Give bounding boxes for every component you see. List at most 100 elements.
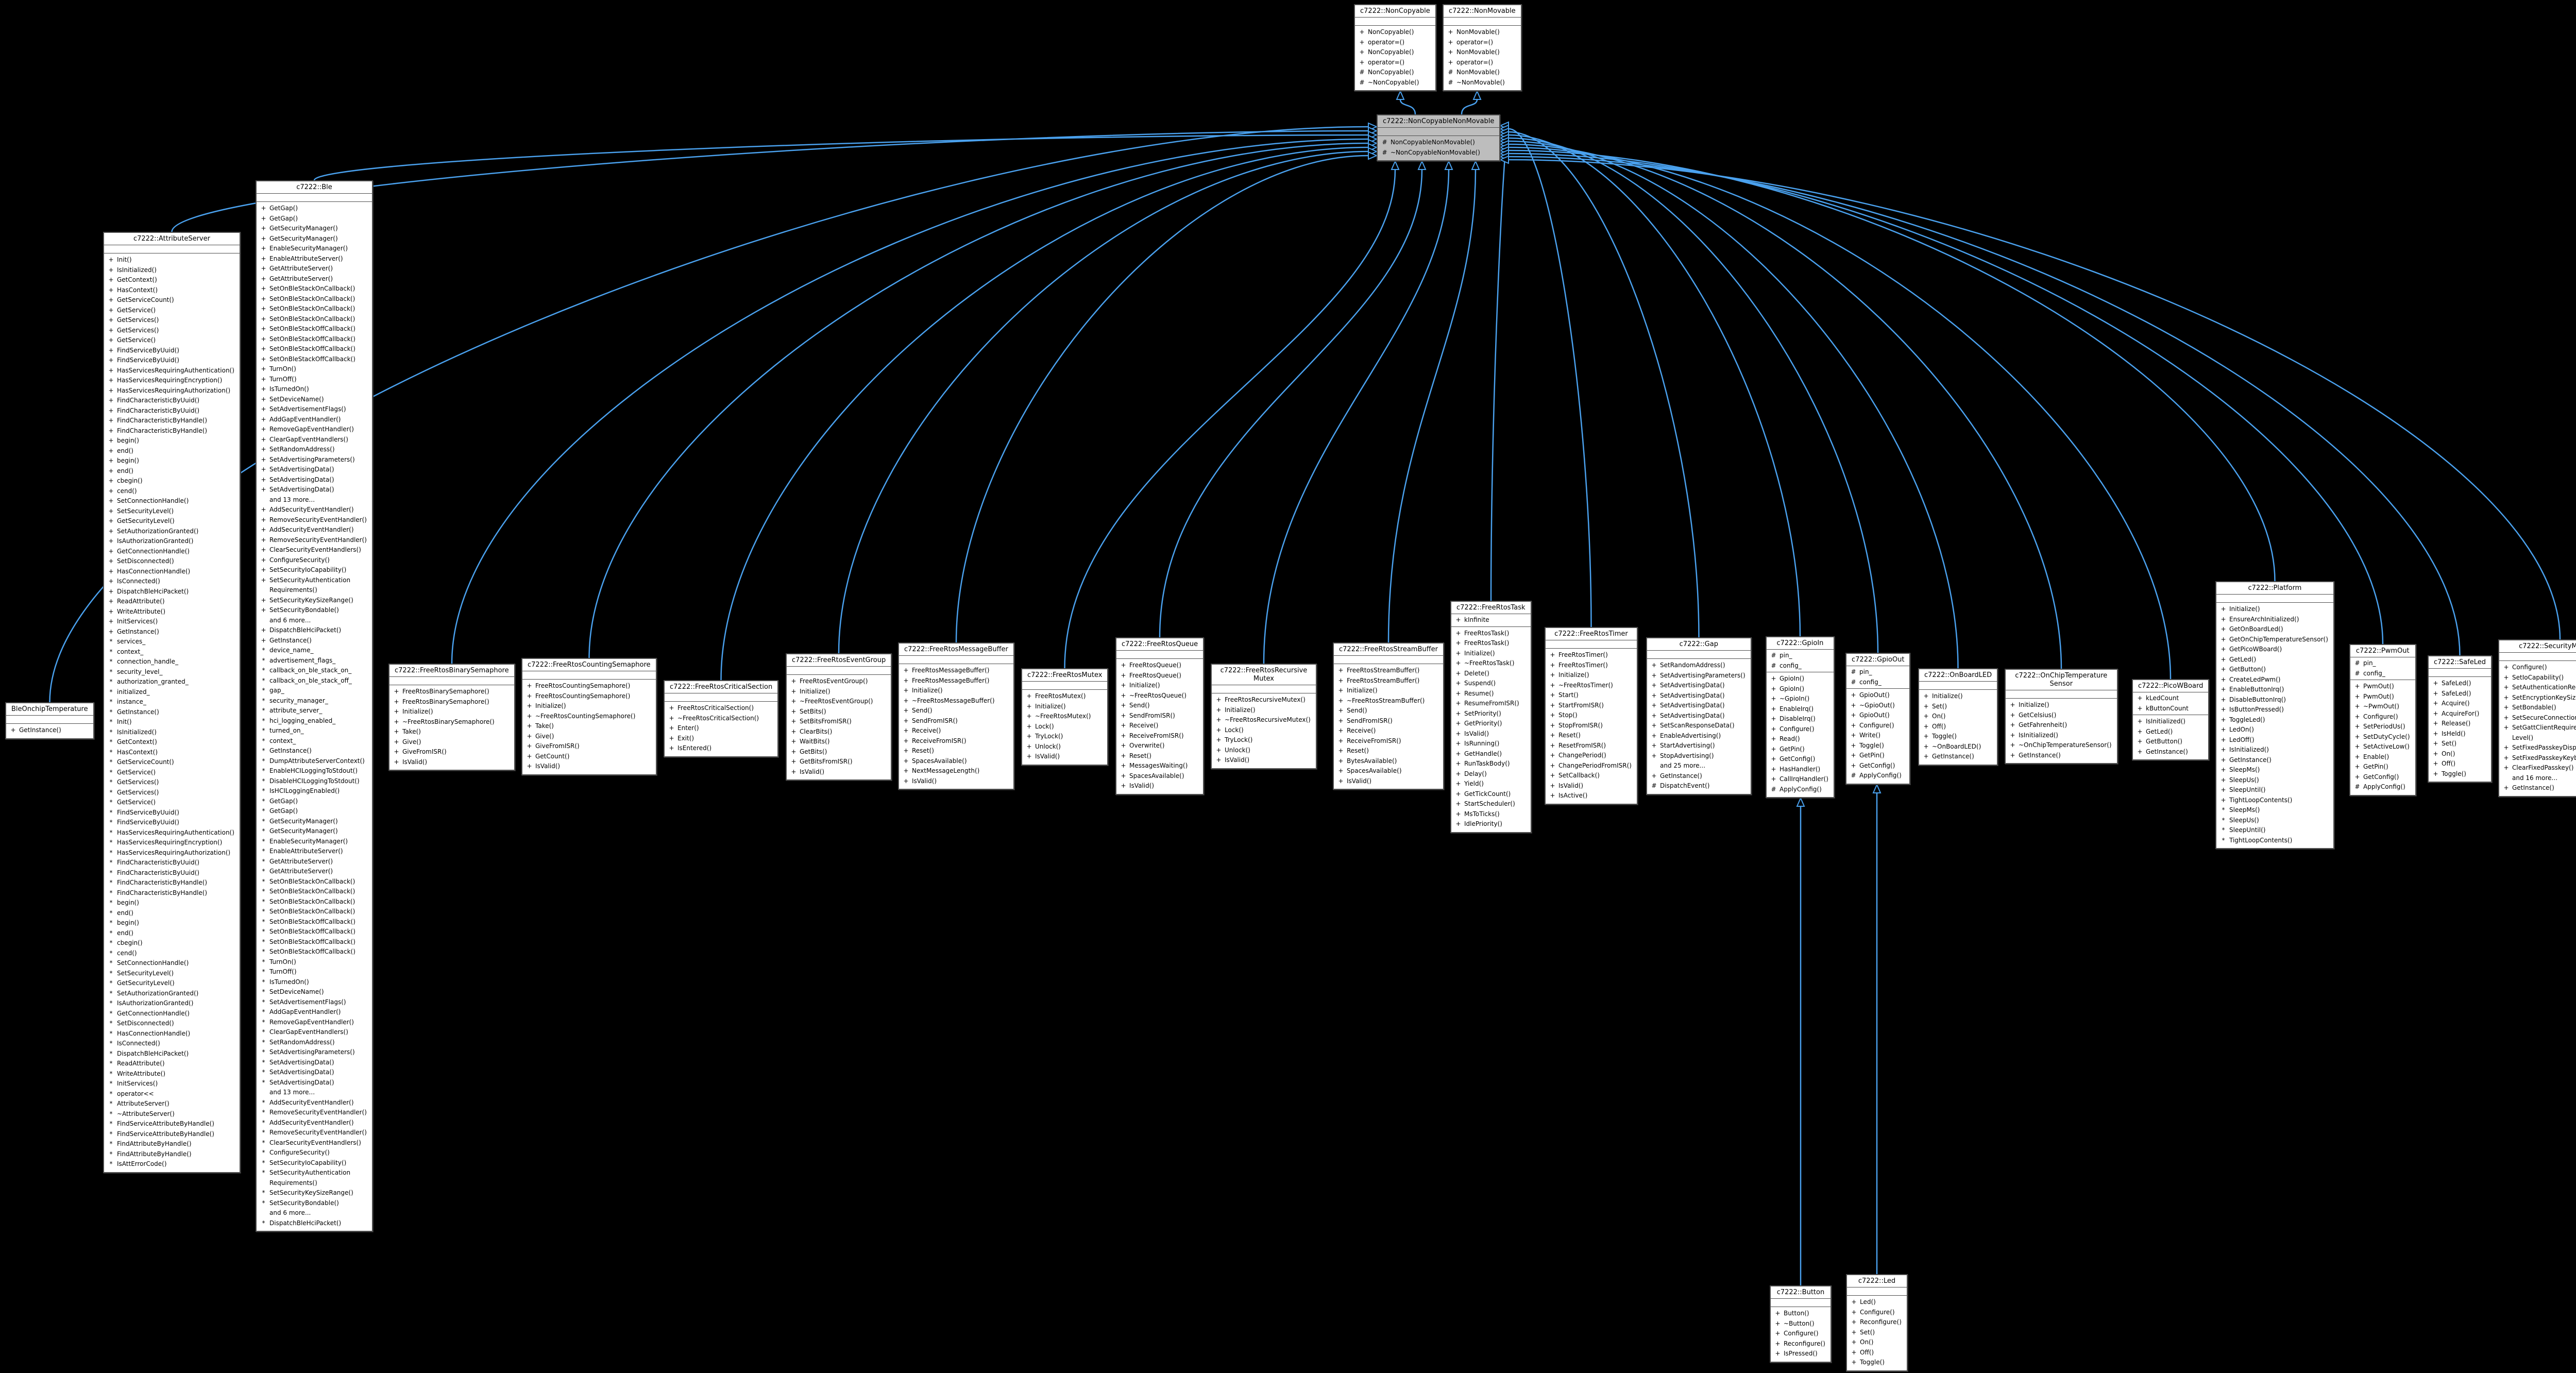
member-line: +GiveFromISR() <box>527 742 580 750</box>
class-box-noncopyable[interactable]: c7222::NonCopyable +NonCopyable()+operat… <box>1354 4 1436 91</box>
member-line: +SetScanResponseData() <box>1651 722 1735 729</box>
class-title[interactable]: c7222::FreeRtosStreamBuffer <box>1334 643 1443 656</box>
class-title[interactable]: c7222::FreeRtosMutex <box>1022 669 1108 682</box>
member-line: *SetOnBleStackOnCallback() <box>262 877 355 885</box>
class-box-ble[interactable]: c7222::Ble +GetGap()+GetGap()+GetSecurit… <box>256 180 373 1232</box>
class-box-nonmovable[interactable]: c7222::NonMovable +NonMovable()+operator… <box>1443 4 1522 91</box>
class-title[interactable]: c7222::AttributeServer <box>104 233 240 245</box>
class-box-freertostimer[interactable]: c7222::FreeRtosTimer +FreeRtosTimer()+Fr… <box>1545 627 1638 805</box>
member-line: Requirements() <box>269 586 317 594</box>
member-line: +StopFromISR() <box>1550 721 1603 729</box>
class-box-freertosqueue[interactable]: c7222::FreeRtosQueue +FreeRtosQueue()+Fr… <box>1115 637 1205 795</box>
member-line: +EnableAdvertising() <box>1651 732 1721 739</box>
class-title[interactable]: c7222::FreeRtosRecursive Mutex <box>1212 665 1316 685</box>
class-box-bleonchiptemperature[interactable]: BleOnchipTemperature +GetInstance() <box>5 702 94 739</box>
class-box-platform[interactable]: c7222::Platform +Initialize()+EnsureArch… <box>2215 581 2334 849</box>
class-title[interactable]: c7222::GpioOut <box>1846 654 1910 666</box>
member-line: +IsButtonPressed() <box>2221 706 2284 713</box>
class-box-freertosbinarysemaphore[interactable]: c7222::FreeRtosBinarySemaphore +FreeRtos… <box>388 664 515 771</box>
member-line: +FreeRtosMessageBuffer() <box>903 676 990 684</box>
member-line: +SetOnBleStackOffCallback() <box>261 355 355 363</box>
member-line: +kInfinite <box>1455 616 1489 623</box>
class-methods: +FreeRtosRecursiveMutex()+Initialize()+~… <box>1212 693 1316 768</box>
class-box-freertosmutex[interactable]: c7222::FreeRtosMutex +FreeRtosMutex()+In… <box>1021 668 1109 766</box>
member-line: +GetInstance() <box>1651 772 1702 779</box>
class-box-freertoseventgroup[interactable]: c7222::FreeRtosEventGroup +FreeRtosEvent… <box>786 653 892 781</box>
class-box-safeled[interactable]: c7222::SafeLed +SafeLed()+SafeLed()+Acqu… <box>2428 655 2493 783</box>
class-box-pwmout[interactable]: c7222::PwmOut #pin_#config_ +PwmOut()+Pw… <box>2349 644 2416 796</box>
member-line: +Delay() <box>1455 770 1487 777</box>
class-title[interactable]: c7222::PicoWBoard <box>2133 680 2209 692</box>
class-title[interactable]: c7222::Ble <box>257 181 372 194</box>
member-line: *FindCharacteristicByHandle() <box>109 879 208 886</box>
class-box-button[interactable]: c7222::Button +Button()+~Button()+Config… <box>1770 1285 1832 1363</box>
member-line: *InitServices() <box>109 1080 158 1087</box>
class-box-freertosmessagebuffer[interactable]: c7222::FreeRtosMessageBuffer +FreeRtosMe… <box>898 642 1014 790</box>
class-title[interactable]: c7222::SafeLed <box>2429 656 2492 669</box>
member-line: +AcquireFor() <box>2433 709 2480 717</box>
member-line: +Send() <box>1121 702 1150 709</box>
member-line: +GetInstance() <box>108 628 159 635</box>
member-line: *SetSecurityIoCapability() <box>262 1159 347 1166</box>
class-box-freertosstreambuffer[interactable]: c7222::FreeRtosStreamBuffer +FreeRtosStr… <box>1333 642 1444 790</box>
member-line: +~Button() <box>1775 1319 1815 1327</box>
class-title[interactable]: c7222::NonMovable <box>1444 5 1521 18</box>
class-title[interactable]: c7222::NonCopyableNonMovable <box>1378 115 1500 128</box>
class-box-securitymanager[interactable]: c7222::SecurityManager +Configure()+SetI… <box>2498 639 2576 797</box>
class-box-onchiptemperaturesensor[interactable]: c7222::OnChipTemperature Sensor +Initial… <box>2005 669 2118 764</box>
class-box-gap[interactable]: c7222::Gap +SetRandomAddress()+SetAdvert… <box>1646 637 1752 795</box>
member-line: +Off() <box>2433 760 2456 767</box>
member-line: +IsInitialized() <box>2010 731 2058 739</box>
class-title[interactable]: BleOnchipTemperature <box>6 703 93 716</box>
member-line: +Initialize() <box>2010 701 2049 708</box>
member-line: #config_ <box>1771 662 1802 669</box>
class-title[interactable]: c7222::SecurityManager <box>2499 640 2576 653</box>
class-box-freertosrecursivemutex[interactable]: c7222::FreeRtosRecursive Mutex +FreeRtos… <box>1211 664 1317 769</box>
class-title[interactable]: c7222::Gap <box>1647 638 1751 651</box>
class-title[interactable]: c7222::PwmOut <box>2350 645 2415 657</box>
class-title[interactable]: c7222::FreeRtosMessageBuffer <box>899 643 1013 656</box>
member-line: +SleepUs() <box>2221 776 2259 784</box>
member-line: +SetDisconnected() <box>108 557 174 565</box>
class-box-attributeserver[interactable]: c7222::AttributeServer +Init()+IsInitial… <box>103 232 241 1173</box>
class-box-gpioout[interactable]: c7222::GpioOut #pin_#config_ +GpioOut()+… <box>1845 653 1911 785</box>
class-title[interactable]: c7222::FreeRtosCriticalSection <box>665 681 778 693</box>
class-box-gpioin[interactable]: c7222::GpioIn #pin_#config_ +GpioIn()+Gp… <box>1766 636 1835 798</box>
class-title[interactable]: c7222::GpioIn <box>1767 637 1834 650</box>
class-title[interactable]: c7222::Led <box>1847 1275 1907 1287</box>
class-title[interactable]: c7222::FreeRtosCountingSemaphore <box>522 659 656 671</box>
class-box-freertoscriticalsection[interactable]: c7222::FreeRtosCriticalSection +FreeRtos… <box>664 680 779 757</box>
class-title[interactable]: c7222::NonCopyable <box>1355 5 1435 18</box>
member-line: *GetInstance() <box>109 708 159 716</box>
class-box-onboardled[interactable]: c7222::OnBoardLED +Initialize()+Set()+On… <box>1918 668 1998 766</box>
class-title[interactable]: c7222::FreeRtosBinarySemaphore <box>389 665 514 677</box>
class-title[interactable]: c7222::FreeRtosQueue <box>1116 638 1204 651</box>
class-box-picowboard[interactable]: c7222::PicoWBoard +kLedCount+kButtonCoun… <box>2132 679 2210 760</box>
member-line: +GetAttributeServer() <box>261 265 333 272</box>
member-line: +ClearSecurityEventHandlers() <box>261 546 361 553</box>
class-title[interactable]: c7222::FreeRtosTask <box>1451 602 1531 614</box>
class-title[interactable]: c7222::Button <box>1771 1286 1831 1299</box>
class-title[interactable]: c7222::OnChipTemperature Sensor <box>2006 670 2117 690</box>
member-line: +IsValid() <box>1121 782 1155 789</box>
class-title[interactable]: c7222::FreeRtosTimer <box>1546 628 1637 640</box>
class-title[interactable]: c7222::FreeRtosEventGroup <box>787 654 891 667</box>
class-box-freertostask[interactable]: c7222::FreeRtosTask +kInfinite +FreeRtos… <box>1450 601 1532 833</box>
member-line: +GetInstance() <box>1923 753 1974 760</box>
class-methods: +FreeRtosTimer()+FreeRtosTimer()+Initial… <box>1546 649 1637 804</box>
member-line: +Initialize() <box>1338 687 1378 694</box>
member-line: +GiveFromISR() <box>394 748 447 755</box>
member-line: +LedOff() <box>2221 736 2255 743</box>
class-title[interactable]: c7222::OnBoardLED <box>1919 669 1997 682</box>
member-line: *TurnOn() <box>262 958 296 965</box>
class-attributes <box>1212 685 1316 693</box>
member-line: +ReceiveFromISR() <box>1121 732 1184 739</box>
member-line: +SendFromISR() <box>1121 711 1175 719</box>
class-box-led[interactable]: c7222::Led +Led()+Configure()+Reconfigur… <box>1846 1274 1908 1371</box>
class-box-freertoscountingsemaphore[interactable]: c7222::FreeRtosCountingSemaphore +FreeRt… <box>521 658 657 775</box>
class-box-ncnm[interactable]: c7222::NonCopyableNonMovable #NonCopyabl… <box>1377 114 1501 161</box>
class-attributes <box>257 194 372 202</box>
member-line: +GetOnChipTemperatureSensor() <box>2221 635 2328 643</box>
class-title[interactable]: c7222::Platform <box>2216 582 2333 595</box>
